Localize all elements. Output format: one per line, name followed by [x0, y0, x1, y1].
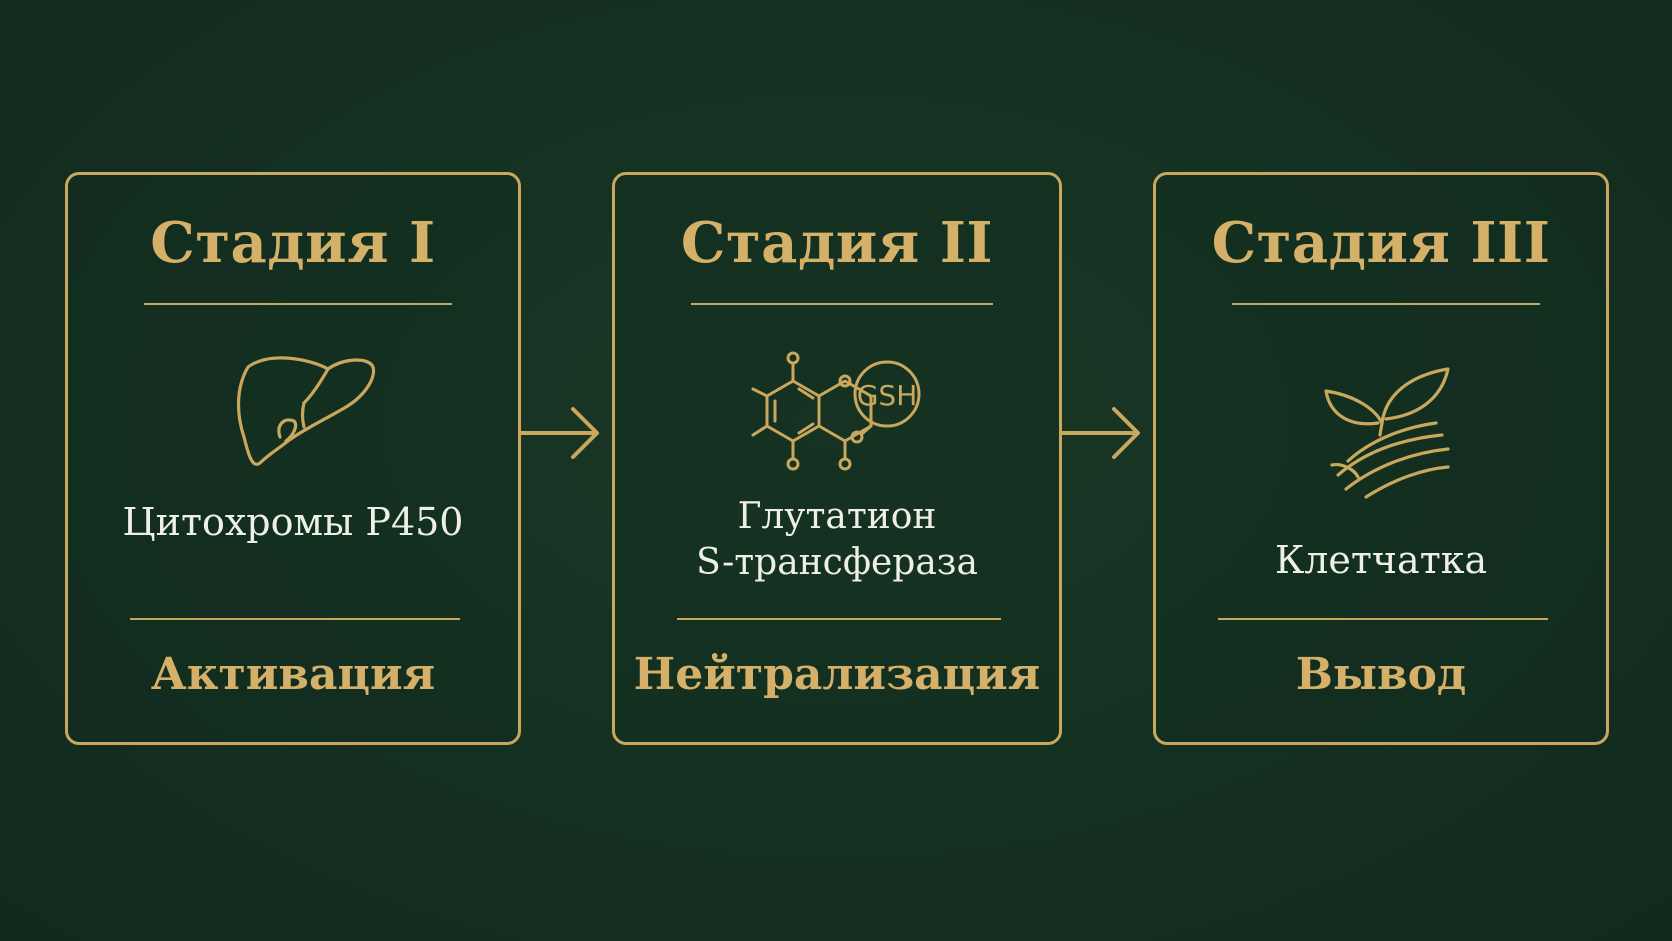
stage-card-2: Стадия II GSH Глутатион S-трансфераза	[612, 172, 1062, 745]
stage-phase: Вывод	[1295, 649, 1467, 700]
stage-title: Стадия III	[1211, 210, 1551, 276]
sprout-fiber-icon	[1308, 347, 1454, 511]
stage-card-1: Стадия I Цитохромы P450 Активация	[65, 172, 521, 745]
stage-title: Стадия II	[680, 210, 994, 276]
stage-label-line: S-трансфераза	[696, 542, 978, 583]
stage-title: Стадия I	[150, 210, 436, 276]
arrow-right-icon	[519, 400, 612, 470]
stage-card-3: Стадия III Клетчатка Вывод	[1153, 172, 1609, 745]
divider-bottom	[677, 618, 1001, 620]
stage-label: Клетчатка	[1156, 537, 1606, 583]
divider-bottom	[1218, 618, 1548, 620]
divider-top	[1232, 303, 1540, 305]
stage-label-line: Клетчатка	[1274, 538, 1488, 582]
gsh-label: GSH	[857, 379, 918, 412]
divider-bottom	[130, 618, 460, 620]
stage-label-line: Глутатион	[737, 496, 937, 537]
stage-label: Глутатион S-трансфераза	[615, 494, 1059, 586]
stage-label: Цитохромы P450	[68, 499, 518, 545]
arrow-right-icon	[1060, 400, 1153, 470]
stage-phase: Нейтрализация	[633, 649, 1041, 700]
divider-top	[691, 303, 993, 305]
molecule-gsh-icon: GSH	[749, 347, 925, 475]
stage-label-line: Цитохромы P450	[122, 500, 464, 544]
divider-top	[144, 303, 452, 305]
liver-icon	[208, 345, 378, 479]
stage-phase: Активация	[150, 649, 436, 700]
